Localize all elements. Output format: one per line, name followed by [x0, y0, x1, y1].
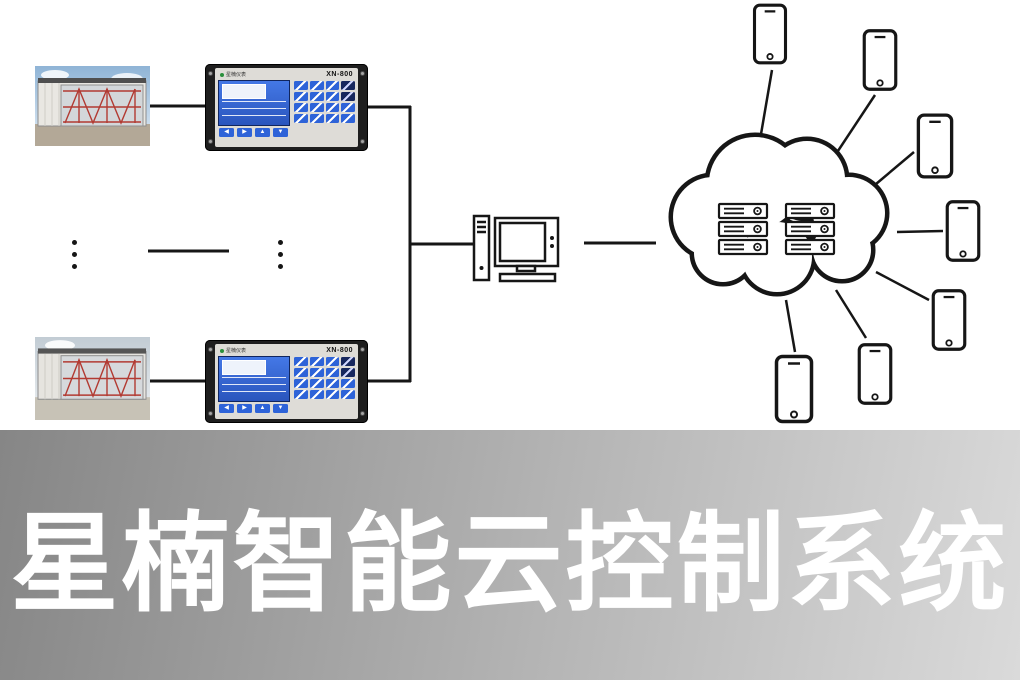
nav-down-button: ▼ [273, 404, 288, 413]
keypad-key [309, 390, 324, 399]
smartphone-icon [916, 108, 954, 184]
photo-ground [35, 397, 150, 420]
site-photo-drying-room-2 [35, 337, 150, 420]
cloud-phone-line [784, 299, 797, 353]
keypad-key [325, 81, 340, 90]
keypad-key [309, 81, 324, 90]
screw-icon [208, 71, 213, 76]
site-photo-drying-room-1 [35, 66, 150, 146]
screw-icon [360, 411, 365, 416]
keypad-key [294, 390, 308, 399]
keypad-key [341, 114, 355, 123]
controller-screen [218, 80, 290, 126]
photo-scaffold [63, 357, 141, 399]
keypad-key [325, 103, 340, 112]
nav-up-button: ▲ [255, 128, 270, 137]
screw-icon [360, 71, 365, 76]
server-unit [784, 220, 836, 238]
controller-nav-buttons: ◀ ▶ ▲ ▼ [218, 128, 355, 137]
keypad-key [325, 379, 340, 388]
screw-icon [208, 411, 213, 416]
screw-icon [208, 139, 213, 144]
photo-building [37, 78, 147, 127]
keypad-key [341, 357, 355, 366]
more-controllers-ellipsis [278, 240, 284, 276]
keypad-key [309, 103, 324, 112]
title-banner: 星楠智能云控制系统 [0, 430, 1020, 680]
computer-tower [472, 214, 491, 282]
controller-model: XN-800 [326, 347, 353, 354]
keypad-key [294, 92, 308, 101]
keypad-key [294, 103, 308, 112]
controller-brand: 星楠仪表 [220, 71, 246, 78]
keypad-key [325, 92, 340, 101]
photo-building [37, 348, 147, 400]
cloud-servers [717, 202, 836, 256]
brand-logo-icon [220, 72, 224, 77]
nav-left-button: ◀ [219, 128, 234, 137]
smartphone-icon [751, 3, 789, 65]
keypad-key [294, 357, 308, 366]
keypad-key [294, 81, 308, 90]
server-unit [717, 202, 769, 220]
server-unit [717, 220, 769, 238]
controller-keypad [294, 356, 355, 402]
keypad-key [341, 81, 355, 90]
server-unit [784, 202, 836, 220]
controller-faceplate: 星楠仪表 XN-800 ◀ ▶ ▲ ▼ [215, 344, 358, 419]
keypad-key [294, 114, 308, 123]
keypad-key [294, 379, 308, 388]
smartphone-icon [774, 353, 814, 425]
screw-icon [360, 347, 365, 352]
cloud-server-icon [668, 132, 890, 297]
controller-faceplate: 星楠仪表 XN-800 ◀ ▶ ▲ ▼ [215, 68, 358, 147]
controller-model: XN-800 [326, 71, 353, 78]
server-unit [784, 238, 836, 256]
controller-nav-buttons: ◀ ▶ ▲ ▼ [218, 404, 355, 413]
controller-device-1: 星楠仪表 XN-800 ◀ ▶ ▲ ▼ [205, 64, 368, 151]
system-title: 星楠智能云控制系统 [10, 503, 1010, 624]
smartphone-icon [862, 28, 898, 92]
keypad-key [341, 368, 355, 377]
computer-keyboard [498, 272, 557, 283]
screen-window [222, 84, 266, 99]
screw-icon [208, 347, 213, 352]
keypad-key [309, 368, 324, 377]
keypad-key [325, 114, 340, 123]
keypad-key [309, 357, 324, 366]
brand-logo-icon [220, 348, 224, 353]
keypad-key [309, 92, 324, 101]
nav-down-button: ▼ [273, 128, 288, 137]
keypad-key [325, 368, 340, 377]
controller-device-2: 星楠仪表 XN-800 ◀ ▶ ▲ ▼ [205, 340, 368, 423]
nav-right-button: ▶ [237, 404, 252, 413]
smartphone-icon [857, 338, 893, 410]
keypad-key [341, 390, 355, 399]
keypad-key [341, 103, 355, 112]
controller-screen [218, 356, 290, 402]
screen-window [222, 360, 266, 375]
screw-icon [360, 139, 365, 144]
keypad-key [309, 379, 324, 388]
more-units-ellipsis [72, 240, 78, 276]
smartphone-icon [945, 196, 981, 266]
desktop-computer-icon [472, 214, 560, 283]
nav-left-button: ◀ [219, 404, 234, 413]
controller-brand: 星楠仪表 [220, 347, 246, 354]
server-unit [717, 238, 769, 256]
smartphone-icon [931, 285, 967, 355]
photo-scaffold [63, 87, 141, 125]
keypad-key [325, 390, 340, 399]
controller-keypad [294, 80, 355, 126]
nav-up-button: ▲ [255, 404, 270, 413]
photo-ground [35, 124, 150, 146]
nav-right-button: ▶ [237, 128, 252, 137]
keypad-key [294, 368, 308, 377]
keypad-key [341, 92, 355, 101]
keypad-key [309, 114, 324, 123]
monitor-stand [515, 264, 537, 273]
keypad-key [325, 357, 340, 366]
keypad-key [341, 379, 355, 388]
cloud-phone-line [896, 229, 944, 234]
